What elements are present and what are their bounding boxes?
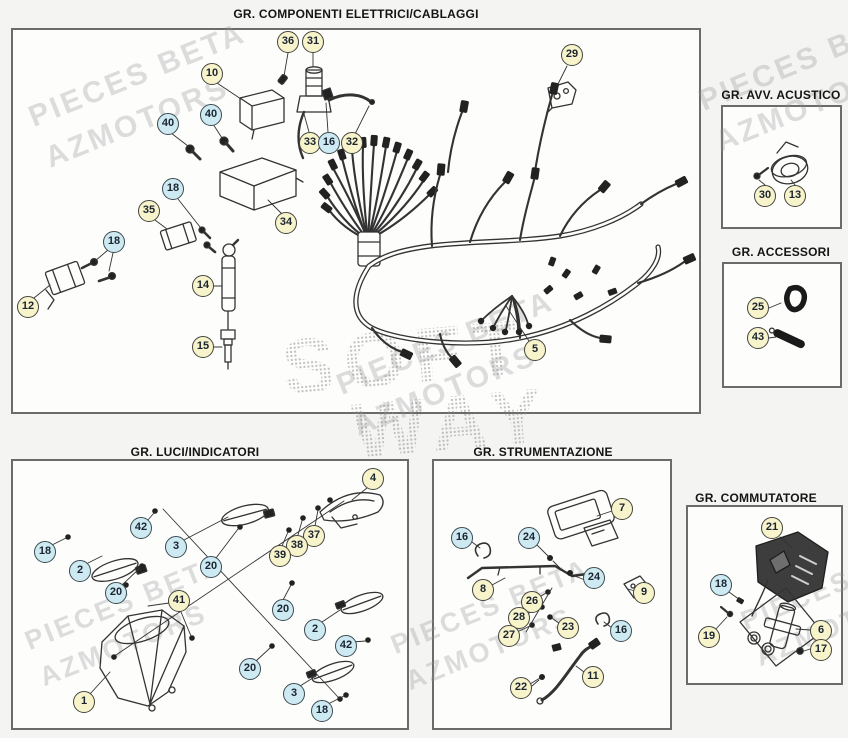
key-switch-assembly-drawing bbox=[719, 587, 823, 667]
part-callout-strumentazione-23[interactable]: 23 bbox=[557, 617, 579, 639]
cdi-unit-drawing bbox=[219, 157, 304, 211]
panel-title-commutatore: GR. COMMUTATORE bbox=[695, 491, 817, 505]
part-callout-luci-20[interactable]: 20 bbox=[272, 599, 294, 621]
part-callout-luci-42[interactable]: 42 bbox=[335, 635, 357, 657]
part-callout-luci-38[interactable]: 38 bbox=[286, 535, 308, 557]
part-callout-componenti-10[interactable]: 10 bbox=[201, 63, 223, 85]
part-callout-componenti-29[interactable]: 29 bbox=[561, 44, 583, 66]
leader-lines-componenti bbox=[33, 52, 568, 348]
part-callout-strumentazione-9[interactable]: 9 bbox=[633, 582, 655, 604]
indicator-front-right-drawing bbox=[221, 503, 276, 527]
part-callout-strumentazione-22[interactable]: 22 bbox=[510, 677, 532, 699]
panel-accessori bbox=[722, 262, 842, 388]
part-callout-strumentazione-27[interactable]: 27 bbox=[498, 625, 520, 647]
panel-title-luci: GR. LUCI/INDICATORI bbox=[130, 445, 260, 459]
part-callout-componenti-34[interactable]: 34 bbox=[275, 212, 297, 234]
horn-drawing bbox=[753, 141, 809, 186]
clamp-16-drawing bbox=[474, 542, 611, 627]
ignition-coil-drawing bbox=[221, 238, 240, 330]
indicator-rear-right-drawing bbox=[334, 591, 384, 615]
part-callout-luci-18[interactable]: 18 bbox=[311, 700, 333, 722]
part-callout-commutatore-18[interactable]: 18 bbox=[710, 574, 732, 596]
part-callout-accessori-25[interactable]: 25 bbox=[747, 297, 769, 319]
panel-componenti-elettrici bbox=[11, 28, 701, 414]
part-callout-luci-42[interactable]: 42 bbox=[130, 517, 152, 539]
part-callout-strumentazione-16[interactable]: 16 bbox=[451, 527, 473, 549]
meter-bracket-drawing bbox=[466, 564, 604, 580]
switch-cover-drawing bbox=[751, 531, 829, 617]
relay-10-drawing bbox=[239, 89, 285, 140]
part-callout-luci-2[interactable]: 2 bbox=[69, 560, 91, 582]
relay-12-drawing bbox=[44, 257, 117, 310]
part-callout-componenti-18[interactable]: 18 bbox=[103, 231, 125, 253]
part-callout-strumentazione-16[interactable]: 16 bbox=[610, 620, 632, 642]
stru-assembly-lines bbox=[525, 560, 561, 687]
part-callout-componenti-16[interactable]: 16 bbox=[318, 132, 340, 154]
leader-lines-strumentazione bbox=[471, 510, 636, 685]
part-callout-componenti-32[interactable]: 32 bbox=[341, 132, 363, 154]
part-callout-luci-2[interactable]: 2 bbox=[304, 619, 326, 641]
part-callout-luci-20[interactable]: 20 bbox=[200, 556, 222, 578]
part-callout-componenti-5[interactable]: 5 bbox=[524, 339, 546, 361]
part-callout-componenti-40[interactable]: 40 bbox=[157, 113, 179, 135]
speedometer-drawing bbox=[547, 489, 619, 547]
part-callout-acustico-30[interactable]: 30 bbox=[754, 185, 776, 207]
panel-title-strumentazione: GR. STRUMENTAZIONE bbox=[473, 445, 613, 459]
part-callout-commutatore-19[interactable]: 19 bbox=[698, 626, 720, 648]
part-callout-luci-20[interactable]: 20 bbox=[105, 582, 127, 604]
panel-title-accessori: GR. ACCESSORI bbox=[731, 245, 831, 259]
part-callout-commutatore-17[interactable]: 17 bbox=[810, 639, 832, 661]
leader-lines-luci bbox=[51, 487, 368, 705]
panel-title-componenti: GR. COMPONENTI ELETTRICI/CABLAGGI bbox=[233, 7, 479, 21]
part-callout-acustico-13[interactable]: 13 bbox=[784, 185, 806, 207]
part-callout-strumentazione-24[interactable]: 24 bbox=[518, 527, 540, 549]
screws-40-drawing bbox=[185, 136, 235, 161]
part-callout-strumentazione-11[interactable]: 11 bbox=[582, 666, 604, 688]
indicator-rear-left-drawing bbox=[305, 660, 355, 684]
fuel-pump-drawing bbox=[277, 66, 376, 160]
panel-title-acustico: GR. AVV. ACUSTICO bbox=[721, 88, 841, 102]
part-callout-strumentazione-8[interactable]: 8 bbox=[472, 579, 494, 601]
part-callout-luci-18[interactable]: 18 bbox=[34, 541, 56, 563]
part-callout-luci-3[interactable]: 3 bbox=[165, 536, 187, 558]
part-callout-luci-41[interactable]: 41 bbox=[168, 590, 190, 612]
part-callout-componenti-35[interactable]: 35 bbox=[138, 200, 160, 222]
cable-11-drawing bbox=[536, 637, 601, 705]
part-callout-luci-3[interactable]: 3 bbox=[283, 683, 305, 705]
part-callout-luci-1[interactable]: 1 bbox=[73, 691, 95, 713]
part-callout-luci-4[interactable]: 4 bbox=[362, 468, 384, 490]
tail-light-drawing bbox=[319, 492, 384, 529]
part-callout-luci-37[interactable]: 37 bbox=[303, 525, 325, 547]
tool-43-drawing bbox=[768, 327, 805, 349]
headlight-drawing bbox=[99, 609, 187, 712]
part-callout-strumentazione-26[interactable]: 26 bbox=[521, 591, 543, 613]
part-callout-luci-20[interactable]: 20 bbox=[239, 658, 261, 680]
part-callout-componenti-12[interactable]: 12 bbox=[17, 296, 39, 318]
panel-avv-acustico bbox=[721, 105, 842, 229]
part-callout-strumentazione-28[interactable]: 28 bbox=[508, 607, 530, 629]
part-callout-componenti-31[interactable]: 31 bbox=[302, 31, 324, 53]
part-callout-accessori-43[interactable]: 43 bbox=[747, 327, 769, 349]
part-callout-componenti-36[interactable]: 36 bbox=[277, 31, 299, 53]
spark-plug-drawing bbox=[220, 329, 236, 370]
wiring-harness-drawing bbox=[319, 82, 697, 368]
hook-25-drawing bbox=[768, 285, 808, 313]
part-callout-commutatore-21[interactable]: 21 bbox=[761, 517, 783, 539]
relay-35-drawing bbox=[159, 221, 217, 254]
part-callout-componenti-14[interactable]: 14 bbox=[192, 275, 214, 297]
part-callout-componenti-18[interactable]: 18 bbox=[162, 178, 184, 200]
part-callout-strumentazione-7[interactable]: 7 bbox=[611, 498, 633, 520]
leader-lines-commutatore bbox=[714, 536, 811, 652]
part-callout-componenti-15[interactable]: 15 bbox=[192, 336, 214, 358]
part-callout-componenti-40[interactable]: 40 bbox=[200, 104, 222, 126]
part-callout-strumentazione-24[interactable]: 24 bbox=[583, 567, 605, 589]
part-callout-luci-39[interactable]: 39 bbox=[269, 545, 291, 567]
